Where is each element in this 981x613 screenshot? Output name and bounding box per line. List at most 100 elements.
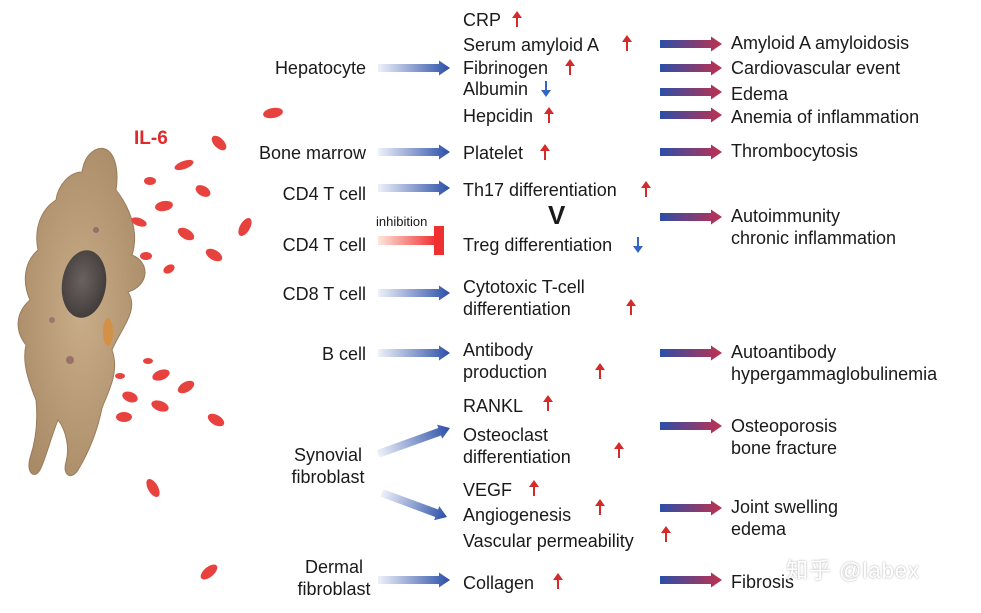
signal-arrow [378, 572, 450, 588]
outcome-thrombocytosis: Thrombocytosis [731, 141, 859, 161]
up-arrow-icon [622, 35, 632, 51]
outcome-amyloidosis: Amyloid A amyloidosis [731, 33, 910, 53]
il6-droplet [155, 200, 173, 212]
up-arrow-icon [661, 526, 671, 542]
effect-cytotoxic-t-cell: Cytotoxic T-cell differentiation [463, 277, 585, 319]
effect-th17-differentiation: Th17 differentiation [463, 180, 617, 200]
source-dermal-fibroblast: Dermal fibroblast [297, 557, 371, 599]
outcome-anemia: Anemia of inflammation [731, 107, 920, 127]
il6-droplet [174, 159, 194, 171]
versus-symbol: V [548, 200, 566, 230]
up-arrow-icon [512, 11, 522, 27]
signal-arrows [376, 60, 450, 588]
outcome-arrow [660, 209, 722, 225]
source-bone-marrow: Bone marrow [258, 143, 366, 163]
il6-droplet [195, 185, 211, 197]
il6-droplet [131, 217, 147, 227]
source-b-cell: B cell [321, 344, 366, 364]
il6-droplet [238, 217, 252, 237]
outcome-edema: Edema [731, 84, 789, 104]
up-arrow-icon [540, 144, 550, 160]
up-arrow-icon [544, 107, 554, 123]
il6-droplet [177, 227, 195, 241]
outcome-arrow [660, 418, 722, 434]
effect-rankl: RANKL [463, 396, 524, 416]
inhibition-label: inhibition [376, 214, 428, 229]
up-arrow-icon [626, 299, 636, 315]
cell-nucleus [61, 250, 107, 318]
change-indicators [512, 11, 671, 589]
il6-droplet [163, 264, 175, 274]
signal-arrow [378, 144, 450, 160]
effect-vegf: VEGF [463, 480, 513, 500]
outcome-arrow [660, 500, 722, 516]
outcome-osteoporosis: Osteoporosis bone fracture [731, 416, 838, 458]
signal-arrow [378, 60, 450, 76]
up-arrow-icon [595, 363, 605, 379]
il6-droplet [263, 107, 283, 119]
up-arrow-icon [565, 59, 575, 75]
effect-treg-differentiation: Treg differentiation [463, 235, 613, 255]
outcome-cardiovascular-event: Cardiovascular event [731, 58, 901, 78]
effect-collagen: Collagen [463, 573, 535, 593]
signal-arrow [378, 285, 450, 301]
outcome-joint-swelling: Joint swelling edema [731, 497, 839, 539]
up-arrow-icon [641, 181, 651, 197]
down-arrow-icon [541, 81, 551, 97]
source-synovial-fibroblast: Synovial fibroblast [291, 445, 365, 487]
il6-droplet [205, 248, 223, 262]
effect-platelet: Platelet [463, 143, 524, 163]
il6-droplet [144, 177, 156, 185]
outcome-arrow [660, 572, 722, 588]
source-cd8-t-cell: CD8 T cell [282, 284, 366, 304]
up-arrow-icon [595, 499, 605, 515]
effect-serum-amyloid-a: Serum amyloid A [463, 35, 600, 55]
il6-droplet [116, 412, 132, 422]
effect-albumin: Albumin [463, 79, 529, 99]
effect-crp: CRP [463, 10, 502, 30]
signal-arrow [378, 345, 450, 361]
up-arrow-icon [529, 480, 539, 496]
cell-granule [93, 227, 99, 233]
outcome-arrow [660, 144, 722, 160]
il6-droplet [152, 369, 170, 381]
effect-vascular-permeability: Vascular permeability [463, 531, 634, 551]
il6-droplet [200, 564, 218, 580]
cell-granule [66, 356, 74, 364]
down-arrow-icon [633, 237, 643, 253]
cell-granule [49, 317, 55, 323]
cell-granule [103, 318, 113, 346]
watermark: 知乎 @labex [786, 558, 921, 583]
up-arrow-icon [543, 395, 553, 411]
source-hepatocyte: Hepatocyte [274, 58, 366, 78]
effect-angiogenesis: Angiogenesis [463, 505, 572, 525]
il6-label: IL-6 [134, 128, 168, 149]
il6-droplet [122, 391, 138, 403]
il6-droplet [143, 358, 153, 364]
signal-arrow [380, 489, 447, 521]
il6-droplet [115, 373, 125, 379]
outcome-arrow [660, 36, 722, 52]
outcome-fibrosis: Fibrosis [731, 572, 795, 592]
outcome-arrow [660, 60, 722, 76]
signal-arrow [378, 180, 450, 196]
up-arrow-icon [614, 442, 624, 458]
cell-illustration [17, 147, 146, 477]
outcome-arrows [660, 36, 722, 588]
il6-droplet [146, 478, 160, 498]
source-cd4-t-cell: CD4 T cell [282, 235, 366, 255]
il6-droplet [177, 380, 195, 394]
effect-osteoclast-differentiation: Osteoclast differentiation [463, 425, 571, 467]
outcome-arrow [660, 84, 722, 100]
il6-droplet [207, 413, 225, 427]
il6-droplet [151, 400, 169, 412]
inhibition-arrow [378, 226, 444, 255]
il6-droplet [211, 135, 227, 151]
outcome-autoimmunity: Autoimmunity chronic inflammation [731, 206, 897, 248]
il6-droplet [140, 252, 152, 260]
signal-arrow [376, 424, 450, 458]
effect-antibody-production: Antibody production [463, 340, 548, 382]
effect-hepcidin: Hepcidin [463, 106, 534, 126]
